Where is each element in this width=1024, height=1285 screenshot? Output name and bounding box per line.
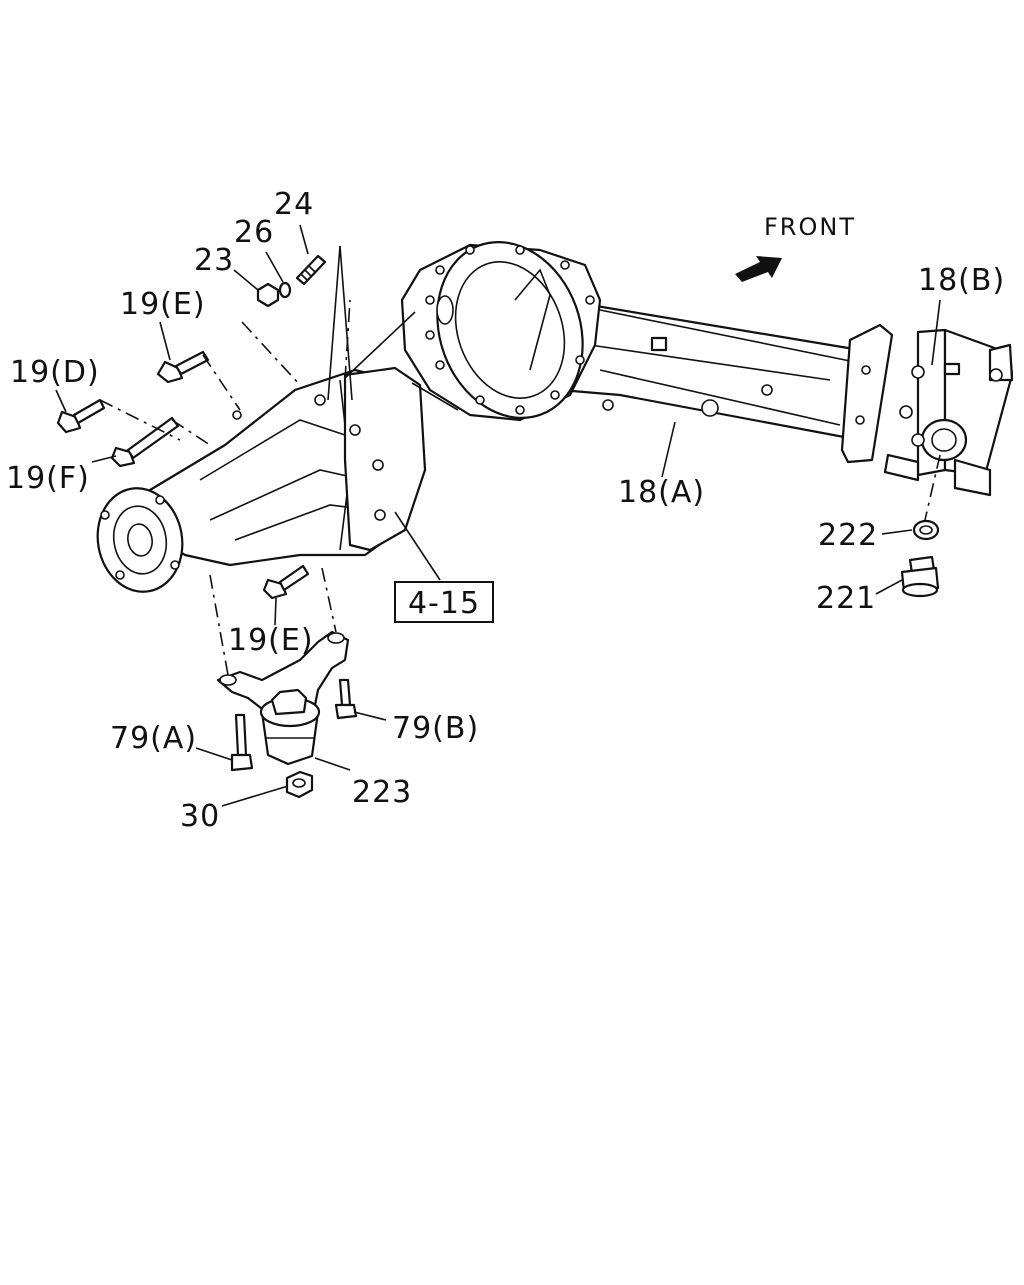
axle-housing [400, 241, 894, 464]
differential-carrier [96, 366, 427, 593]
callout-222: 222 [818, 518, 878, 553]
bushing-223 [259, 688, 321, 766]
stud-24 [295, 254, 327, 286]
plug-221 [900, 555, 940, 598]
callout-24: 24 [274, 187, 314, 222]
reference-box-label: 4-15 [408, 586, 480, 621]
front-label: FRONT [764, 213, 856, 241]
bolt-79B [334, 678, 358, 720]
callout-19D: 19(D) [10, 355, 100, 390]
bolt-19F [110, 416, 180, 468]
leader-lines [55, 224, 941, 807]
callout-79A: 79(A) [110, 721, 197, 756]
callout-26: 26 [234, 215, 274, 250]
nut-30 [285, 770, 314, 799]
bolt-19D [56, 398, 106, 434]
mount-bracket [216, 630, 350, 724]
nut-23 [256, 282, 280, 308]
callout-223: 223 [352, 775, 412, 810]
callout-19E-top: 19(E) [120, 287, 206, 322]
washer-222 [912, 519, 940, 541]
axle-bracket [883, 328, 1014, 497]
callout-79B: 79(B) [392, 711, 479, 746]
callout-30: 30 [180, 799, 220, 834]
lock-washer-26 [278, 281, 292, 299]
callout-18B: 18(B) [918, 263, 1005, 298]
callout-23: 23 [194, 243, 234, 278]
callout-19F: 19(F) [6, 461, 90, 496]
bolt-19E-top [156, 350, 210, 384]
bolt-19E-bottom [262, 564, 310, 600]
bolt-79A [230, 713, 254, 772]
front-arrow-icon [735, 256, 782, 282]
callout-18A: 18(A) [618, 475, 705, 510]
callout-19E-bottom: 19(E) [228, 623, 314, 658]
reference-box [394, 581, 494, 623]
callout-221: 221 [816, 581, 876, 616]
